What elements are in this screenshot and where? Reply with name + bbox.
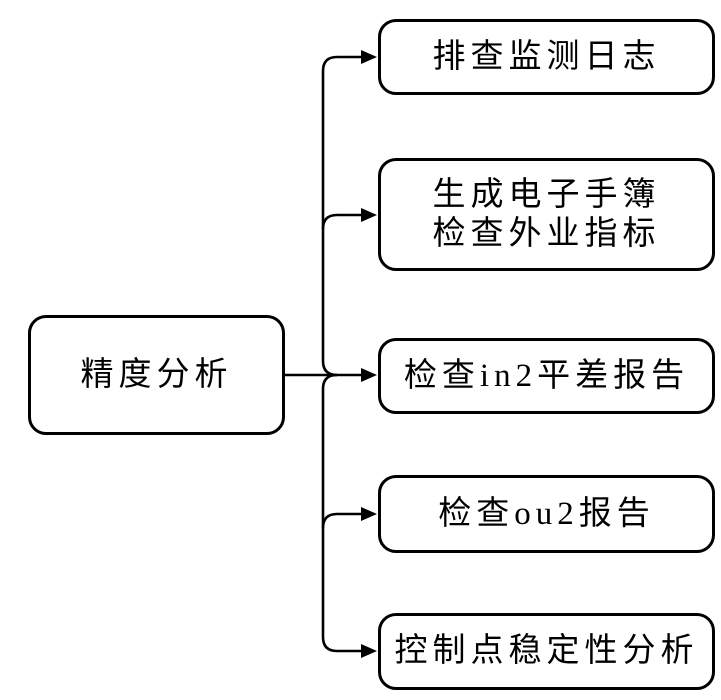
node-accuracy-analysis: 精度分析: [28, 315, 285, 435]
arrowhead-icon: [361, 644, 377, 658]
arrowhead-icon: [361, 208, 377, 222]
node-label: 控制点稳定性分析: [394, 633, 699, 670]
node-label: 检查ou2报告: [438, 495, 655, 532]
connector-branch-2: [321, 213, 361, 230]
arrowhead-icon: [361, 50, 377, 64]
arrowhead-icon: [361, 368, 377, 382]
node-check-ou2-report: 检查ou2报告: [378, 475, 715, 553]
node-label: 排查监测日志: [432, 38, 661, 75]
node-control-point-stability: 控制点稳定性分析: [378, 613, 715, 690]
node-generate-ehandbook: 生成电子手簿 检查外业指标: [378, 158, 715, 271]
connector-branch-4: [321, 512, 361, 529]
node-label: 检查外业指标: [432, 215, 661, 252]
node-label: 生成电子手簿: [432, 176, 661, 213]
node-check-monitoring-logs: 排查监测日志: [378, 19, 715, 95]
node-label: 精度分析: [80, 356, 233, 393]
connector-trunk-upper: [321, 55, 361, 377]
connector-trunk-lower: [321, 373, 361, 653]
node-label: 检查in2平差报告: [403, 357, 690, 394]
node-check-in2-report: 检查in2平差报告: [378, 338, 715, 414]
arrowhead-icon: [361, 507, 377, 521]
